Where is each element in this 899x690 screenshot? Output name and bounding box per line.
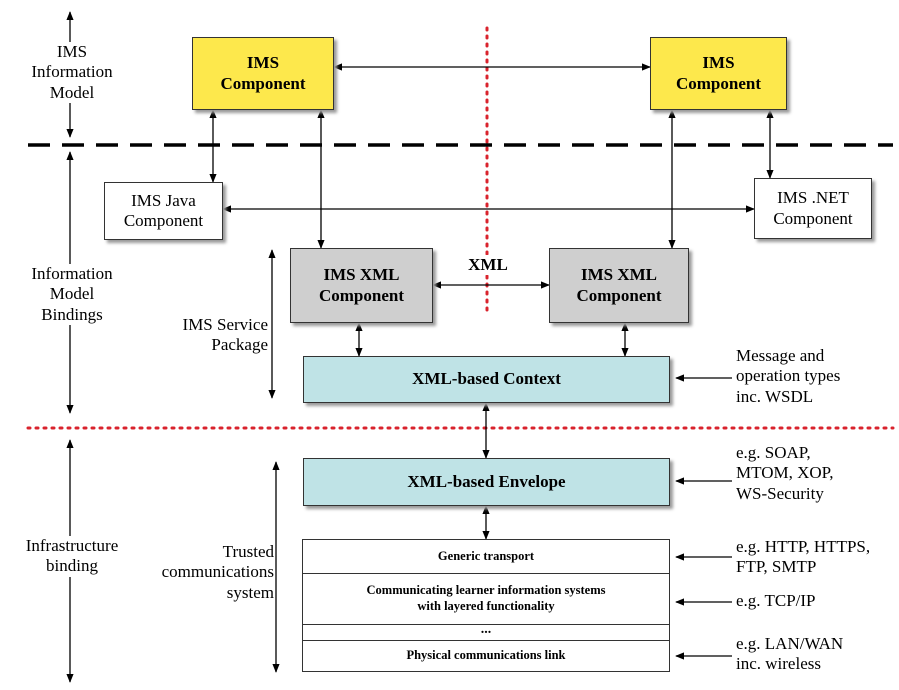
layer-ellipsis: ... [303,623,669,641]
note-message-types: Message and operation types inc. WSDL [736,346,841,406]
ims-net-component: IMS .NET Component [754,178,872,239]
note-lan-wan: e.g. LAN/WAN inc. wireless [736,634,844,674]
note-tcpip: e.g. TCP/IP [736,591,816,610]
ims-component-right: IMS Component [650,37,787,110]
xml-label: XML [463,255,513,276]
xml-based-context: XML-based Context [303,356,670,403]
layer-generic-transport: Generic transport [303,540,669,574]
xml-based-envelope: XML-based Envelope [303,458,670,506]
label-ims-service-package: IMS Service Package [160,315,268,356]
ims-component-left: IMS Component [192,37,334,110]
label-information-model-bindings: Information Model Bindings [18,264,126,326]
ims-xml-component-left: IMS XML Component [290,248,433,323]
note-http: e.g. HTTP, HTTPS, FTP, SMTP [736,537,871,577]
label-infrastructure-binding: Infrastructure binding [10,536,134,577]
layer-physical-link: Physical communications link [406,648,566,663]
ims-java-component: IMS Java Component [104,182,223,240]
layer-communicating-systems: Communicating learner information system… [303,574,669,625]
communications-stack: Generic transport Communicating learner … [302,539,670,672]
ims-xml-component-right: IMS XML Component [549,248,689,323]
label-trusted-communications-system: Trusted communications system [140,542,274,604]
note-soap: e.g. SOAP, MTOM, XOP, WS-Security [736,443,834,503]
label-ims-information-model: IMS Information Model [18,42,126,104]
